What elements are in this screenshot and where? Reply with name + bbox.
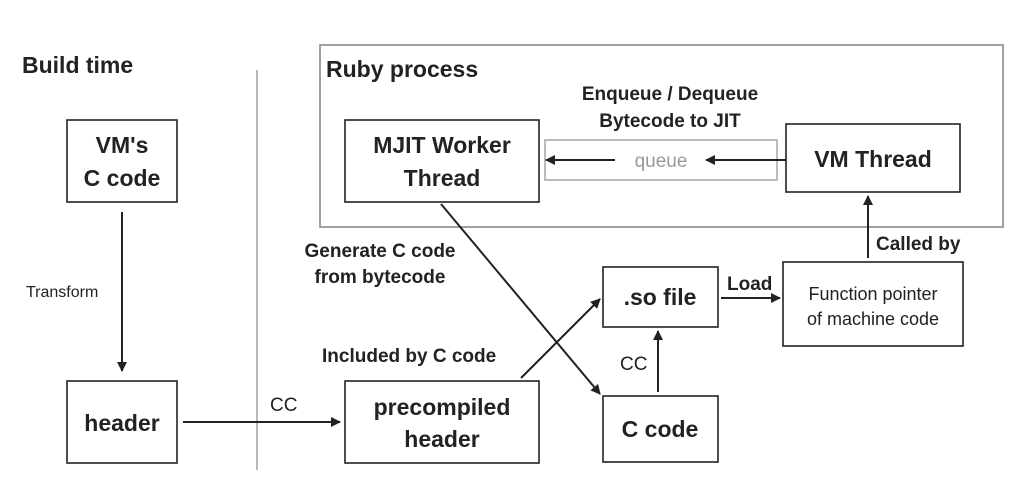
node-function-pointer-line-1: Function pointer	[808, 284, 937, 304]
label-called-by: Called by	[876, 234, 961, 255]
node-mjit-worker-thread: MJIT Worker Thread	[344, 119, 540, 203]
label-cc-header: CC	[270, 395, 297, 416]
ruby-process-region	[319, 44, 1004, 228]
node-so-file-label: .so file	[624, 284, 697, 310]
node-mjit-worker-line-1: MJIT Worker	[373, 132, 511, 158]
label-cc-so: CC	[620, 354, 647, 375]
node-header-label: header	[84, 410, 159, 436]
node-precompiled-header: precompiled header	[344, 380, 540, 464]
label-enqueue-line-1: Enqueue / Dequeue	[582, 84, 758, 105]
node-mjit-worker-line-2: Thread	[404, 165, 481, 191]
label-generate-line-2: from bytecode	[315, 267, 446, 288]
node-so-file: .so file	[602, 266, 719, 328]
node-c-code: C code	[602, 395, 719, 463]
node-header: header	[66, 380, 178, 464]
label-generate-line-1: Generate C code	[305, 241, 456, 262]
label-enqueue-line-2: Bytecode to JIT	[599, 111, 741, 132]
node-precompiled-header-line-2: header	[404, 426, 479, 452]
node-vm-thread-label: VM Thread	[814, 146, 932, 172]
edge-included-by-arrow	[520, 298, 601, 379]
node-function-pointer-line-2: of machine code	[807, 309, 939, 329]
label-included-by: Included by C code	[322, 346, 496, 367]
edge-generate-c-code-arrow	[440, 203, 601, 395]
node-vm-c-code-line-1: VM's	[96, 132, 149, 158]
node-vm-thread: VM Thread	[785, 123, 961, 193]
node-precompiled-header-line-1: precompiled	[374, 394, 511, 420]
label-load: Load	[727, 274, 772, 295]
build-time-title: Build time	[22, 52, 133, 78]
node-c-code-label: C code	[622, 416, 699, 442]
label-transform: Transform	[26, 284, 98, 301]
node-function-pointer: Function pointer of machine code	[782, 261, 964, 347]
node-vm-c-code-line-2: C code	[84, 165, 161, 191]
node-vm-c-code: VM's C code	[66, 119, 178, 203]
node-queue-label: queue	[635, 151, 688, 172]
ruby-process-title: Ruby process	[326, 56, 478, 82]
